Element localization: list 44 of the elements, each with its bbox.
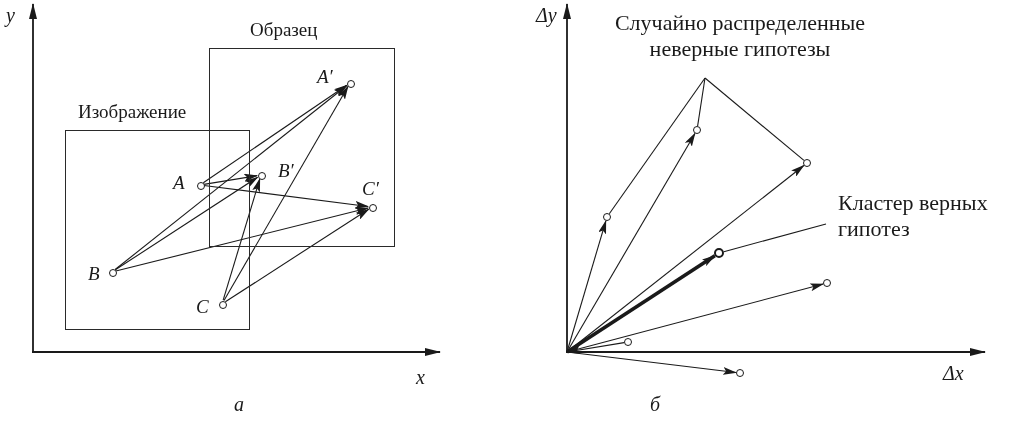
leader-line xyxy=(723,223,827,253)
arrow xyxy=(203,184,369,209)
axis-label: x xyxy=(416,366,425,388)
arrow xyxy=(203,173,259,185)
region-heading: Образец xyxy=(250,19,318,41)
arrow xyxy=(566,254,716,354)
arrow xyxy=(222,177,261,301)
arrow xyxy=(202,84,348,184)
arrow xyxy=(566,219,607,353)
panel-letter: б xyxy=(650,393,661,415)
point-marker xyxy=(823,279,831,287)
point-label: B xyxy=(88,264,100,284)
leader-line xyxy=(704,77,805,161)
point-label: C′ xyxy=(362,179,379,199)
point-marker xyxy=(347,80,355,88)
annotation-text: Кластер верных гипотез xyxy=(838,190,988,242)
point-marker xyxy=(258,172,266,180)
leader-line xyxy=(608,77,706,215)
arrow xyxy=(114,84,348,271)
point-marker xyxy=(736,369,744,377)
arrow xyxy=(115,207,370,272)
point-marker xyxy=(624,338,632,346)
arrow xyxy=(223,85,349,302)
point-marker xyxy=(197,182,205,190)
point-marker xyxy=(219,301,227,309)
panel-letter: а xyxy=(234,393,244,415)
axis-label: Δy xyxy=(536,4,557,26)
leader-line xyxy=(697,77,706,127)
point-marker xyxy=(714,248,724,258)
point-label: A xyxy=(173,173,185,193)
point-marker xyxy=(109,269,117,277)
point-marker xyxy=(693,126,701,134)
point-label: A′ xyxy=(317,67,333,87)
axis-label: Δx xyxy=(943,362,964,384)
point-marker xyxy=(603,213,611,221)
axis-label: y xyxy=(6,4,15,26)
point-label: C xyxy=(196,297,209,317)
point-marker xyxy=(803,159,811,167)
arrow xyxy=(224,208,370,303)
annotation-text: Случайно распределенные неверные гипотезы xyxy=(590,10,890,62)
arrow xyxy=(114,176,259,271)
point-marker xyxy=(369,204,377,212)
region-heading: Изображение xyxy=(78,101,187,123)
point-label: B′ xyxy=(278,161,294,181)
